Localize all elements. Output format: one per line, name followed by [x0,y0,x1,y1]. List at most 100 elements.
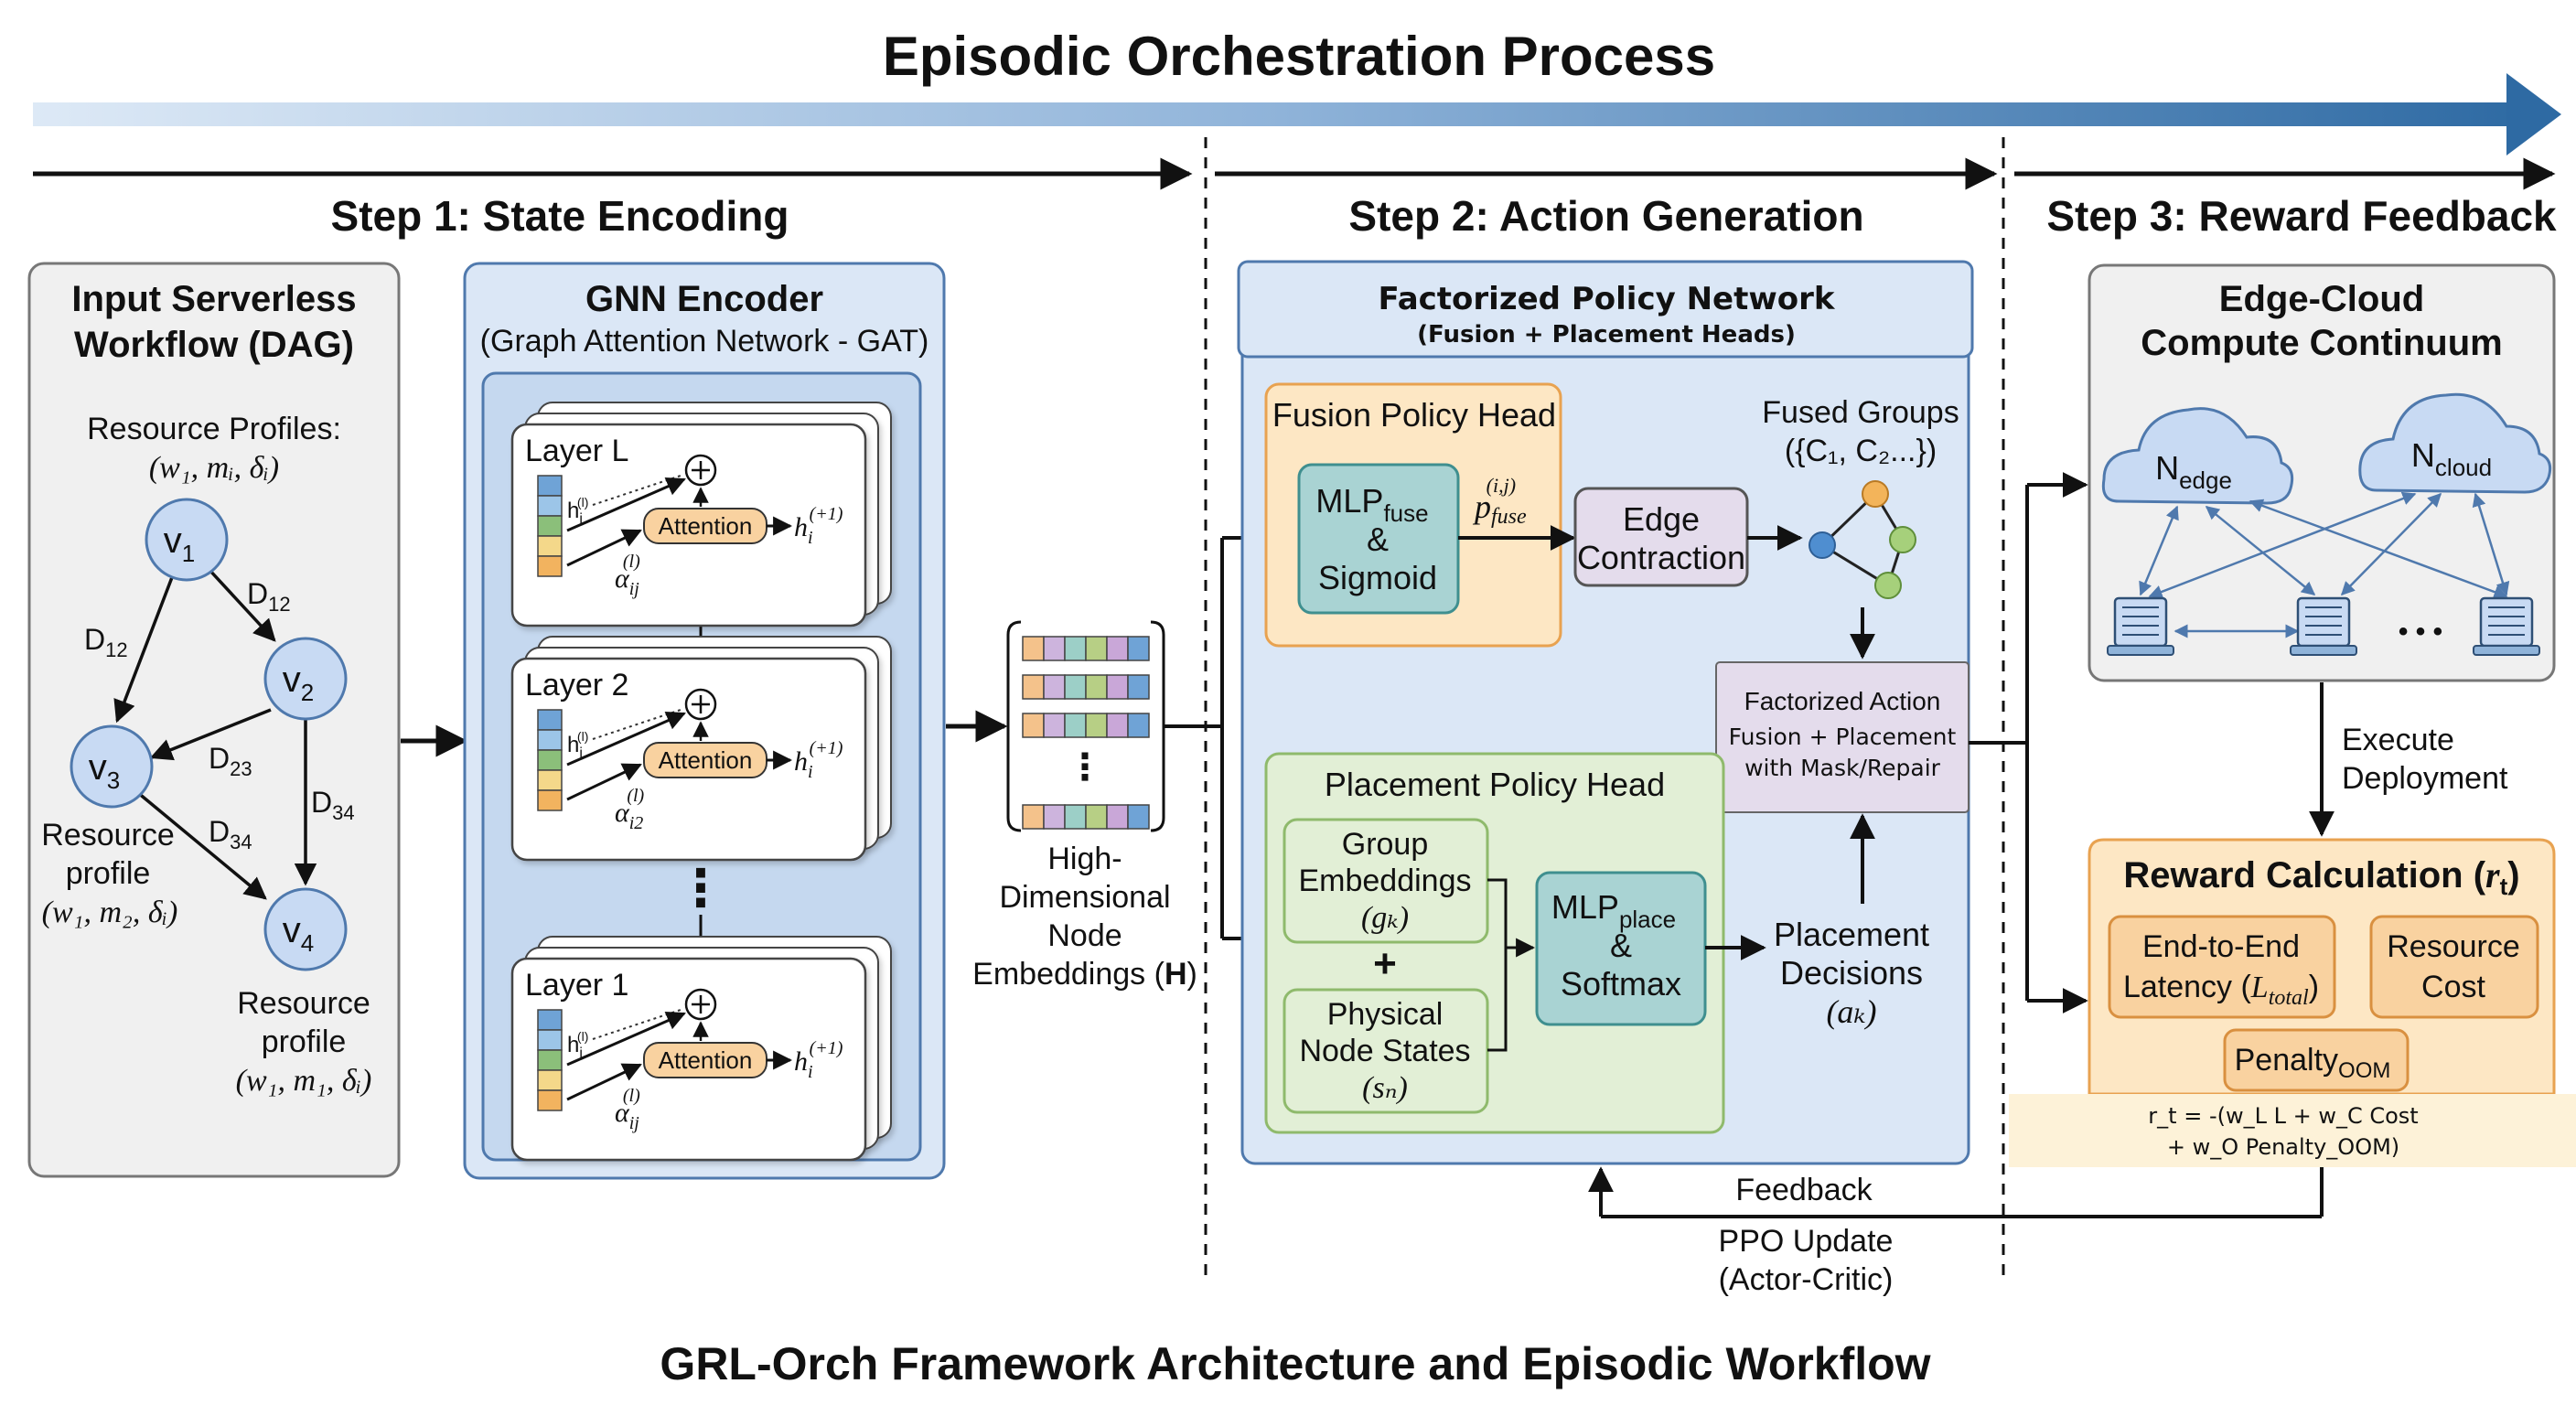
embedding-cell [1127,804,1150,830]
layer-name: Layer 1 [525,968,628,1003]
resource-profiles-label: Resource Profiles: [87,412,341,446]
v4-profile-line1: Resource [237,986,370,1021]
v3-profile-line2: profile [66,856,151,891]
embeddings-label-line4: Embeddings (H) [972,957,1197,992]
svg-text:(gₖ): (gₖ) [1361,901,1409,935]
svg-text:&: & [1610,927,1632,964]
server-base [2290,645,2357,656]
arrow-to-attention [566,763,642,801]
reward-formula-box: r_t = -(w_L L + w_C Cost + w_O Penalty_O… [2009,1094,2576,1167]
svg-text:Nedge: Nedge [2155,449,2232,494]
embedding-cell [1022,674,1045,700]
edge-cloud-title-line1: Edge-Cloud [2219,279,2424,319]
embedding-cell [1085,804,1108,830]
attention-label: Attention [659,746,753,774]
edge-cloud-icon: Nedge [2101,407,2294,505]
resource-cost-block [2369,915,2539,1019]
svg-text:Group: Group [1342,827,1429,862]
server-icon [2107,596,2174,656]
arrow-to-attention [566,1063,642,1101]
server-icon [2473,596,2540,656]
edge-v1-v3 [113,572,176,724]
server-body [2113,596,2168,648]
gnn-panel: GNN Encoder (Graph Attention Network - G… [463,262,946,1180]
attention-label: Attention [659,1046,753,1074]
v3-profile-line1: Resource [41,818,175,853]
dag-node-v1: v1 [145,498,229,582]
attention-label: Attention [659,512,753,540]
embedding-cell [1127,674,1150,700]
figure-caption: GRL-Orch Framework Architecture and Epis… [660,1338,1930,1389]
server-body [2479,596,2534,648]
embeddings-label-line1: High- [1047,842,1122,876]
embedding-cell [1127,636,1150,661]
embedding-dots: ⋮ [1067,747,1103,788]
feature-cell [537,749,563,771]
fused-groups-line1: Fused Groups [1762,395,1959,430]
svg-text:PenaltyOOM: PenaltyOOM [2235,1043,2391,1083]
embedding-cell [1022,636,1045,661]
factorized-action-block: Factorized Action Fusion + Placement wit… [1715,661,1970,813]
alpha-label: αij(l) [615,552,640,599]
embedding-cell [1064,674,1087,700]
h-output-label: hi(+1) [794,738,843,782]
dag-title-line2: Workflow (DAG) [74,325,354,365]
feature-cell [537,789,563,811]
svg-text:v2: v2 [283,660,314,706]
embedding-cell [1106,636,1129,661]
fusion-head-title: Fusion Policy Head [1272,396,1556,434]
embedding-row [1022,713,1150,738]
edge-v3-v4 [135,790,267,900]
svg-text:Cost: Cost [2421,970,2485,1004]
embeddings-label-line3: Node [1047,918,1122,953]
server-base [2473,645,2540,656]
h-input-label: hi(l) [567,1029,588,1061]
embedding-cell [1064,804,1087,830]
embedding-cell [1106,713,1129,738]
feature-cell [537,495,563,517]
arrow-to-sum [566,711,686,767]
layer-name: Layer 2 [525,668,628,702]
layer-ellipsis: ⋮ [675,859,726,917]
edge-label-d34-right: D34 [311,786,355,824]
svg-text:v4: v4 [283,910,314,957]
arrow-action-to-environment [1969,472,2088,1014]
feature-cell [537,729,563,751]
gnn-subtitle: (Graph Attention Network - GAT) [480,324,929,359]
dag-panel: Input Serverless Workflow (DAG) Resource… [27,262,401,1178]
svg-text:v1: v1 [164,520,195,567]
dag-node-v4: v4 [263,887,348,971]
embedding-cell [1106,804,1129,830]
embedding-cell [1043,804,1066,830]
page-title: Episodic Orchestration Process [883,26,1715,87]
feedback-loop-arrow [1588,1166,2324,1218]
gnn-title: GNN Encoder [585,279,823,319]
embedding-cell [1022,804,1045,830]
svg-text:Edge: Edge [1623,500,1700,538]
step2-label: Step 2: Action Generation [1348,192,1863,240]
feature-cell [537,709,563,731]
latency-block [2108,915,2336,1019]
policy-title: Factorized Policy Network [1378,281,1835,317]
svg-text:(sₙ): (sₙ) [1362,1071,1408,1105]
svg-text:&: & [1367,520,1389,558]
ppo-update-line1: PPO Update [1719,1224,1894,1259]
svg-text:MLPplace: MLPplace [1551,888,1676,933]
arrow-to-attention [566,529,642,567]
edge-cloud-title-line2: Compute Continuum [2141,323,2503,363]
reward-panel: Reward Calculation (rt) End-to-End Laten… [2088,838,2556,1096]
dag-title-line1: Input Serverless [71,279,356,319]
svg-text:Latency (Ltotal): Latency (Ltotal) [2123,970,2319,1010]
embedding-cell [1106,674,1129,700]
server-body [2296,596,2351,648]
embedding-cell [1043,674,1066,700]
v4-profile-formula: (w₁, m₁, δᵢ) [236,1064,372,1098]
embedding-cell [1043,713,1066,738]
feature-cell [537,555,563,577]
server-icon [2290,596,2357,656]
placement-decisions-line3: (aₖ) [1826,993,1876,1030]
edge-cloud-panel: Edge-Cloud Compute Continuum Nedge Nclou… [2088,263,2556,682]
feature-cell [537,1009,563,1031]
